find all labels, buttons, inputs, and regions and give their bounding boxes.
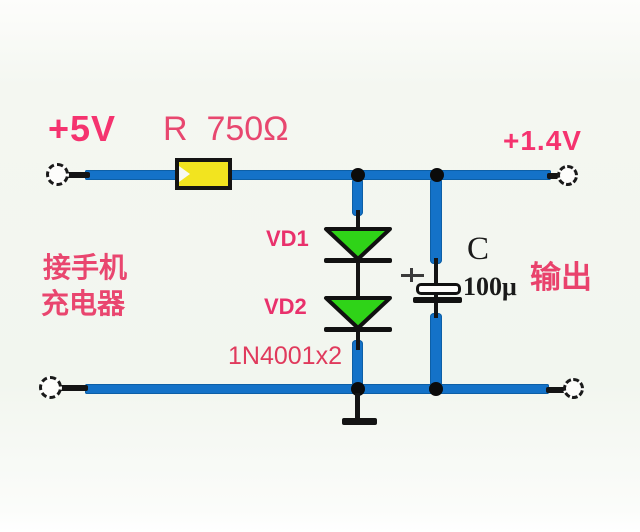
label-output-voltage: +1.4V bbox=[503, 125, 582, 156]
capacitor-plus-vertical bbox=[410, 268, 413, 282]
diode-lead-line bbox=[356, 210, 360, 350]
label-capacitor-value: 100μ bbox=[463, 272, 517, 301]
wire-capacitor-branch-top bbox=[430, 178, 442, 264]
terminal-bottom-right-icon bbox=[563, 378, 584, 399]
wire-capacitor-branch-bottom bbox=[430, 313, 442, 390]
terminal-stub-top-left bbox=[64, 172, 90, 178]
wire-diode-branch-top bbox=[352, 178, 363, 216]
diode-vd1-icon bbox=[324, 227, 392, 261]
terminal-stub-top-right bbox=[547, 173, 561, 179]
wire-top-rail bbox=[85, 170, 551, 180]
ground-symbol-icon bbox=[342, 418, 377, 425]
diode-vd2-cathode-bar bbox=[324, 327, 392, 332]
resistor-body bbox=[175, 158, 232, 190]
diode-vd2-icon bbox=[324, 296, 392, 330]
wire-diode-branch-bottom bbox=[352, 340, 363, 390]
junction-dot-top-capacitor bbox=[430, 168, 444, 182]
terminal-top-right-icon bbox=[557, 165, 578, 186]
capacitor-bottom-plate bbox=[413, 297, 462, 303]
capacitor-top-plate bbox=[416, 283, 461, 295]
label-diode-model: 1N4001x2 bbox=[228, 342, 342, 370]
ground-lead-line bbox=[355, 393, 360, 420]
label-charger-note-line1: 接手机 bbox=[43, 252, 128, 283]
label-resistor-value: R 750Ω bbox=[163, 110, 289, 148]
label-output-note: 输出 bbox=[530, 260, 592, 295]
label-charger-note-line2: 充电器 bbox=[41, 288, 126, 319]
junction-dot-top-diode bbox=[351, 168, 365, 182]
label-diode1: VD1 bbox=[266, 226, 309, 251]
terminal-top-left-icon bbox=[46, 163, 69, 186]
junction-dot-bottom-diode bbox=[351, 382, 365, 396]
label-diode2: VD2 bbox=[264, 294, 307, 319]
resistor-notch bbox=[179, 166, 190, 182]
terminal-stub-bottom-left bbox=[58, 385, 88, 391]
terminal-stub-bottom-right bbox=[546, 387, 566, 393]
junction-dot-bottom-capacitor bbox=[429, 382, 443, 396]
diode-vd1-cathode-bar bbox=[324, 258, 392, 263]
label-capacitor-name: C bbox=[467, 231, 490, 267]
label-input-voltage: +5V bbox=[48, 108, 117, 149]
wire-bottom-rail bbox=[85, 384, 549, 394]
terminal-bottom-left-icon bbox=[39, 376, 62, 399]
